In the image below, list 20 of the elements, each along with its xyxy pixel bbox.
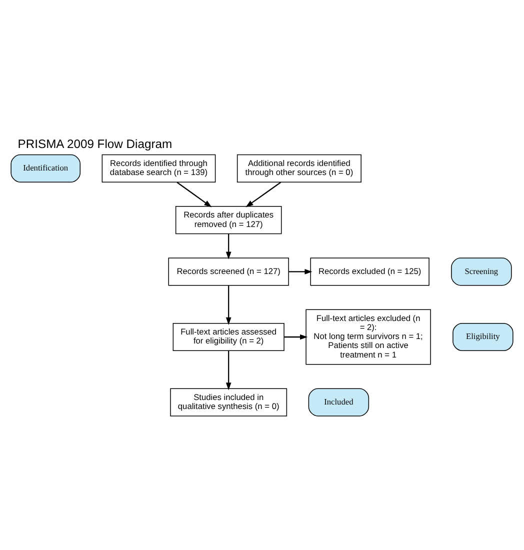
- arrow: [226, 350, 232, 390]
- arrow: [288, 268, 312, 274]
- node-box: Records excluded (n = 125): [310, 257, 430, 286]
- arrow: [246, 181, 281, 207]
- node-box: Additional records identified through other sources (n = 0): [236, 154, 362, 182]
- node-box: Records identified through database search (n = 139): [102, 154, 216, 182]
- node-box: Full-text articles excluded (n = 2): Not long term survivors n = 1; Patients still on active treatment n = 1: [306, 308, 431, 364]
- diagram-title: PRISMA 2009 Flow Diagram: [18, 136, 172, 150]
- node-box: Screening: [451, 257, 512, 286]
- arrow: [284, 334, 308, 340]
- arrow: [176, 181, 212, 207]
- node-box: Full-text articles assessed for eligibility (n = 2): [172, 322, 284, 351]
- node-box: Records after duplicates removed (n = 127): [175, 206, 282, 234]
- arrow: [226, 285, 232, 324]
- node-box: Studies included in qualitative synthesis (n = 0): [170, 388, 288, 416]
- node-box: Included: [308, 388, 370, 416]
- arrow: [226, 234, 232, 259]
- node-box: Records screened (n = 127): [168, 257, 289, 286]
- node-box: Identification: [10, 154, 81, 182]
- node-box: Eligibility: [452, 322, 514, 351]
